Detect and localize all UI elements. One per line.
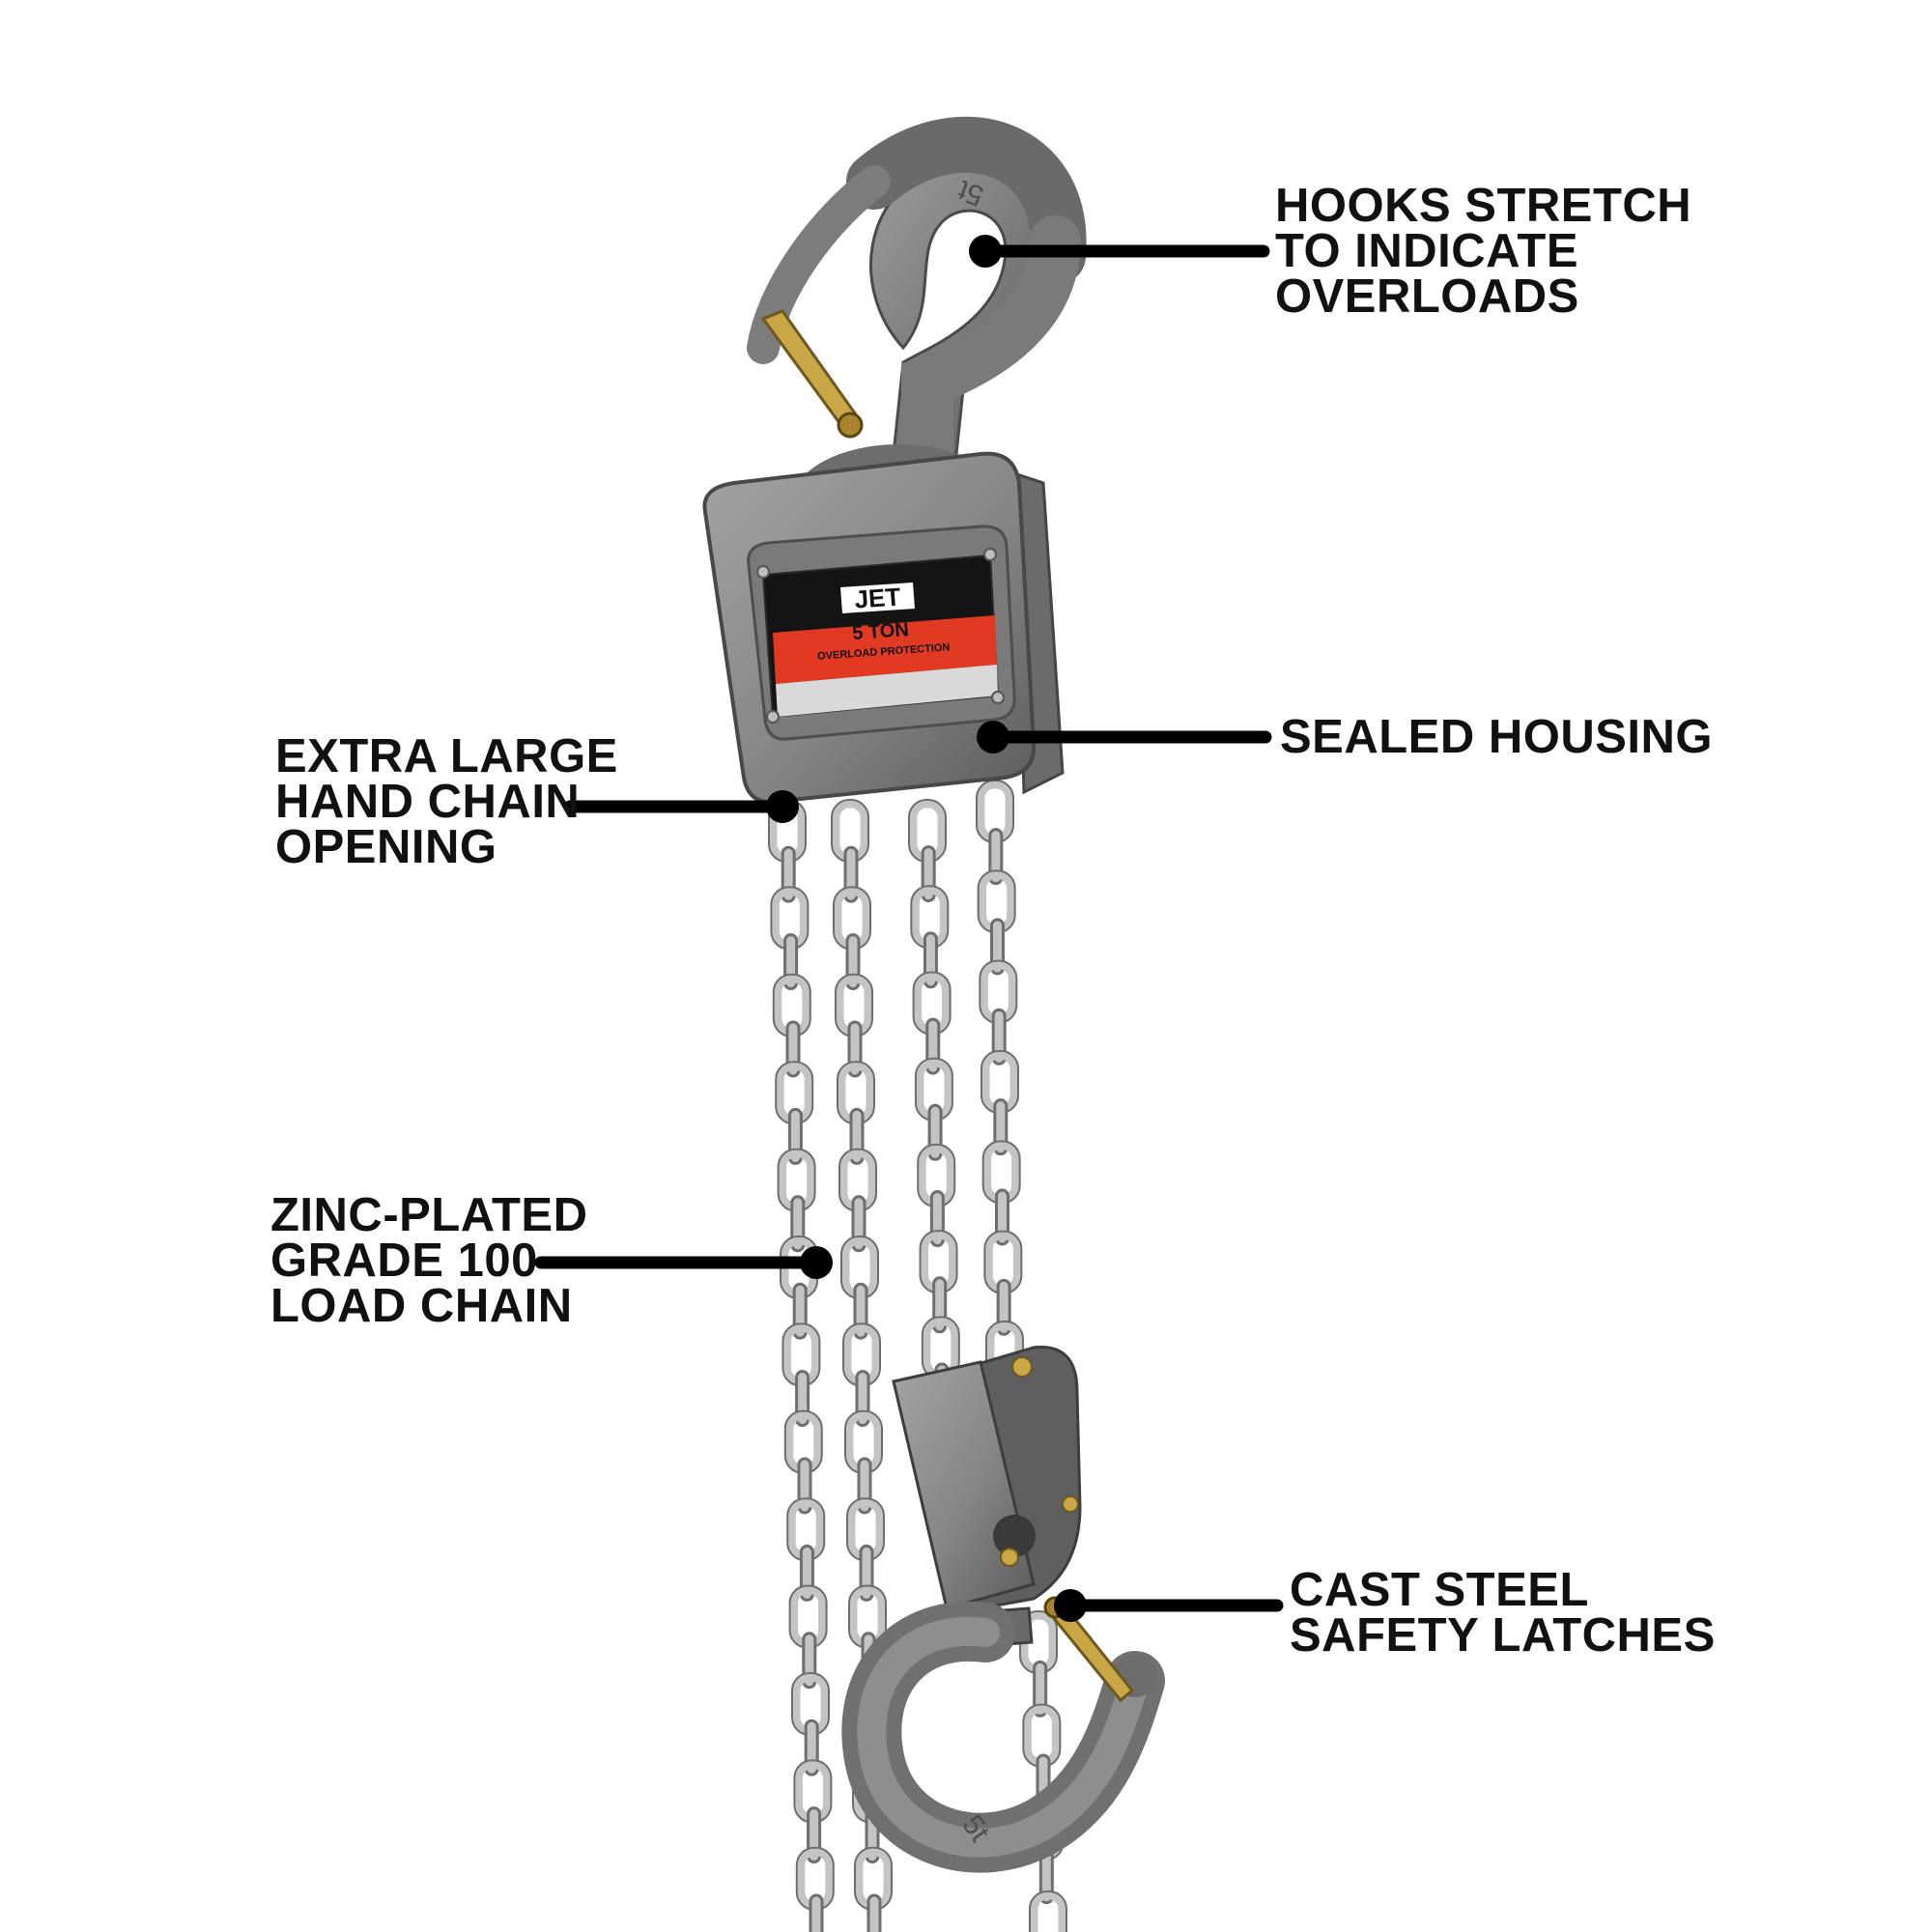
leader-latches	[1054, 1589, 1284, 1622]
leader-lines	[534, 235, 1284, 1622]
callout-load-chain: ZINC-PLATED GRADE 100 LOAD CHAIN	[270, 1189, 588, 1332]
nameplate-capacity: 5 TON	[852, 619, 910, 644]
chain-link	[1029, 1890, 1067, 1932]
callout-hooks-stretch: HOOKS STRETCH TO INDICATE OVERLOADS	[1275, 180, 1692, 323]
nameplate-brand: JET	[854, 582, 902, 613]
leader-hooks	[969, 235, 1270, 268]
leader-chain	[534, 1246, 833, 1279]
callout-hand-chain-opening: EXTRA LARGE HAND CHAIN OPENING	[275, 730, 618, 873]
callout-safety-latches: CAST STEEL SAFETY LATCHES	[1290, 1564, 1716, 1662]
chain-link	[809, 1893, 824, 1932]
bottom-block	[892, 1346, 1082, 1610]
nameplate: JET 5 TON OVERLOAD PROTECTION	[756, 548, 1005, 724]
leader-housing	[977, 721, 1272, 753]
chain-link-edge	[1029, 1890, 1067, 1932]
top-safety-latch	[760, 309, 864, 439]
chain-link	[867, 1893, 882, 1932]
chain-link	[1033, 1660, 1048, 1718]
bottom-hook: 5t	[841, 1601, 1165, 1873]
leader-opening	[563, 790, 799, 823]
callout-sealed-housing: SEALED HOUSING	[1280, 711, 1714, 763]
